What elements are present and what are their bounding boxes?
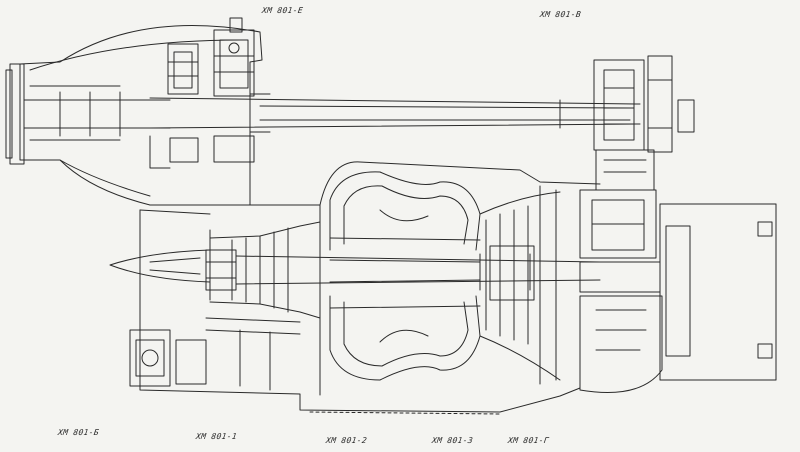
part-label-bottom-2: ХМ 801-1 [195,432,238,441]
part-label-bottom-3: ХМ 801-2 [325,436,368,445]
combustor-upper [329,171,481,251]
combustor-lower [329,295,481,381]
part-label-bottom-5: ХМ 801-Г [507,436,550,445]
rear-gearbox [593,55,695,191]
lower-accessories [129,317,301,391]
part-label-bottom-1: ХМ 801-Б [57,428,100,437]
part-label-top-center: ХМ 801-Е [261,6,304,15]
main-rotor-shaft [235,253,601,291]
engine-outer-casing [139,161,601,415]
part-label-bottom-4: ХМ 801-3 [431,436,474,445]
exhaust-housing [579,189,777,393]
intake-spinner [109,229,211,301]
part-label-top-right: ХМ 801-В [539,10,582,19]
accessory-gears-top [149,17,255,169]
accessory-drive-shaft [149,93,641,133]
compressor-section [205,221,321,319]
turbine-section [479,185,561,385]
upper-accessory-housing [5,25,263,206]
